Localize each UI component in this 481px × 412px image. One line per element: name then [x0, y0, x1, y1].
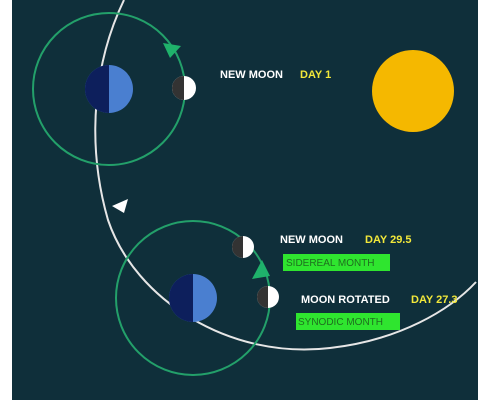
moon-icon: [232, 236, 254, 258]
moon-icon: [172, 76, 196, 100]
synodic-month-badge: [296, 313, 400, 330]
sun-icon: [372, 50, 454, 132]
earth-icon: [85, 65, 133, 113]
day-label: DAY 1: [300, 69, 331, 81]
orbit-arrow-icon: [112, 199, 128, 213]
day-label: DAY 27.3: [411, 294, 457, 306]
sidereal-month-badge: [283, 254, 390, 271]
new-moon-label: NEW MOON: [280, 234, 343, 246]
earth-icon: [169, 274, 217, 322]
orbit-direction-arrow-icon: [163, 43, 181, 58]
orbit-direction-arrow-icon: [252, 260, 270, 279]
synodic-month-label: SYNODIC MONTH: [298, 317, 383, 328]
moon-icon: [257, 286, 279, 308]
day-label: DAY 29.5: [365, 234, 411, 246]
sidereal-month-label: SIDEREAL MONTH: [286, 258, 375, 269]
new-moon-label: NEW MOON: [220, 69, 283, 81]
moon-rotated-label: MOON ROTATED: [301, 294, 390, 306]
